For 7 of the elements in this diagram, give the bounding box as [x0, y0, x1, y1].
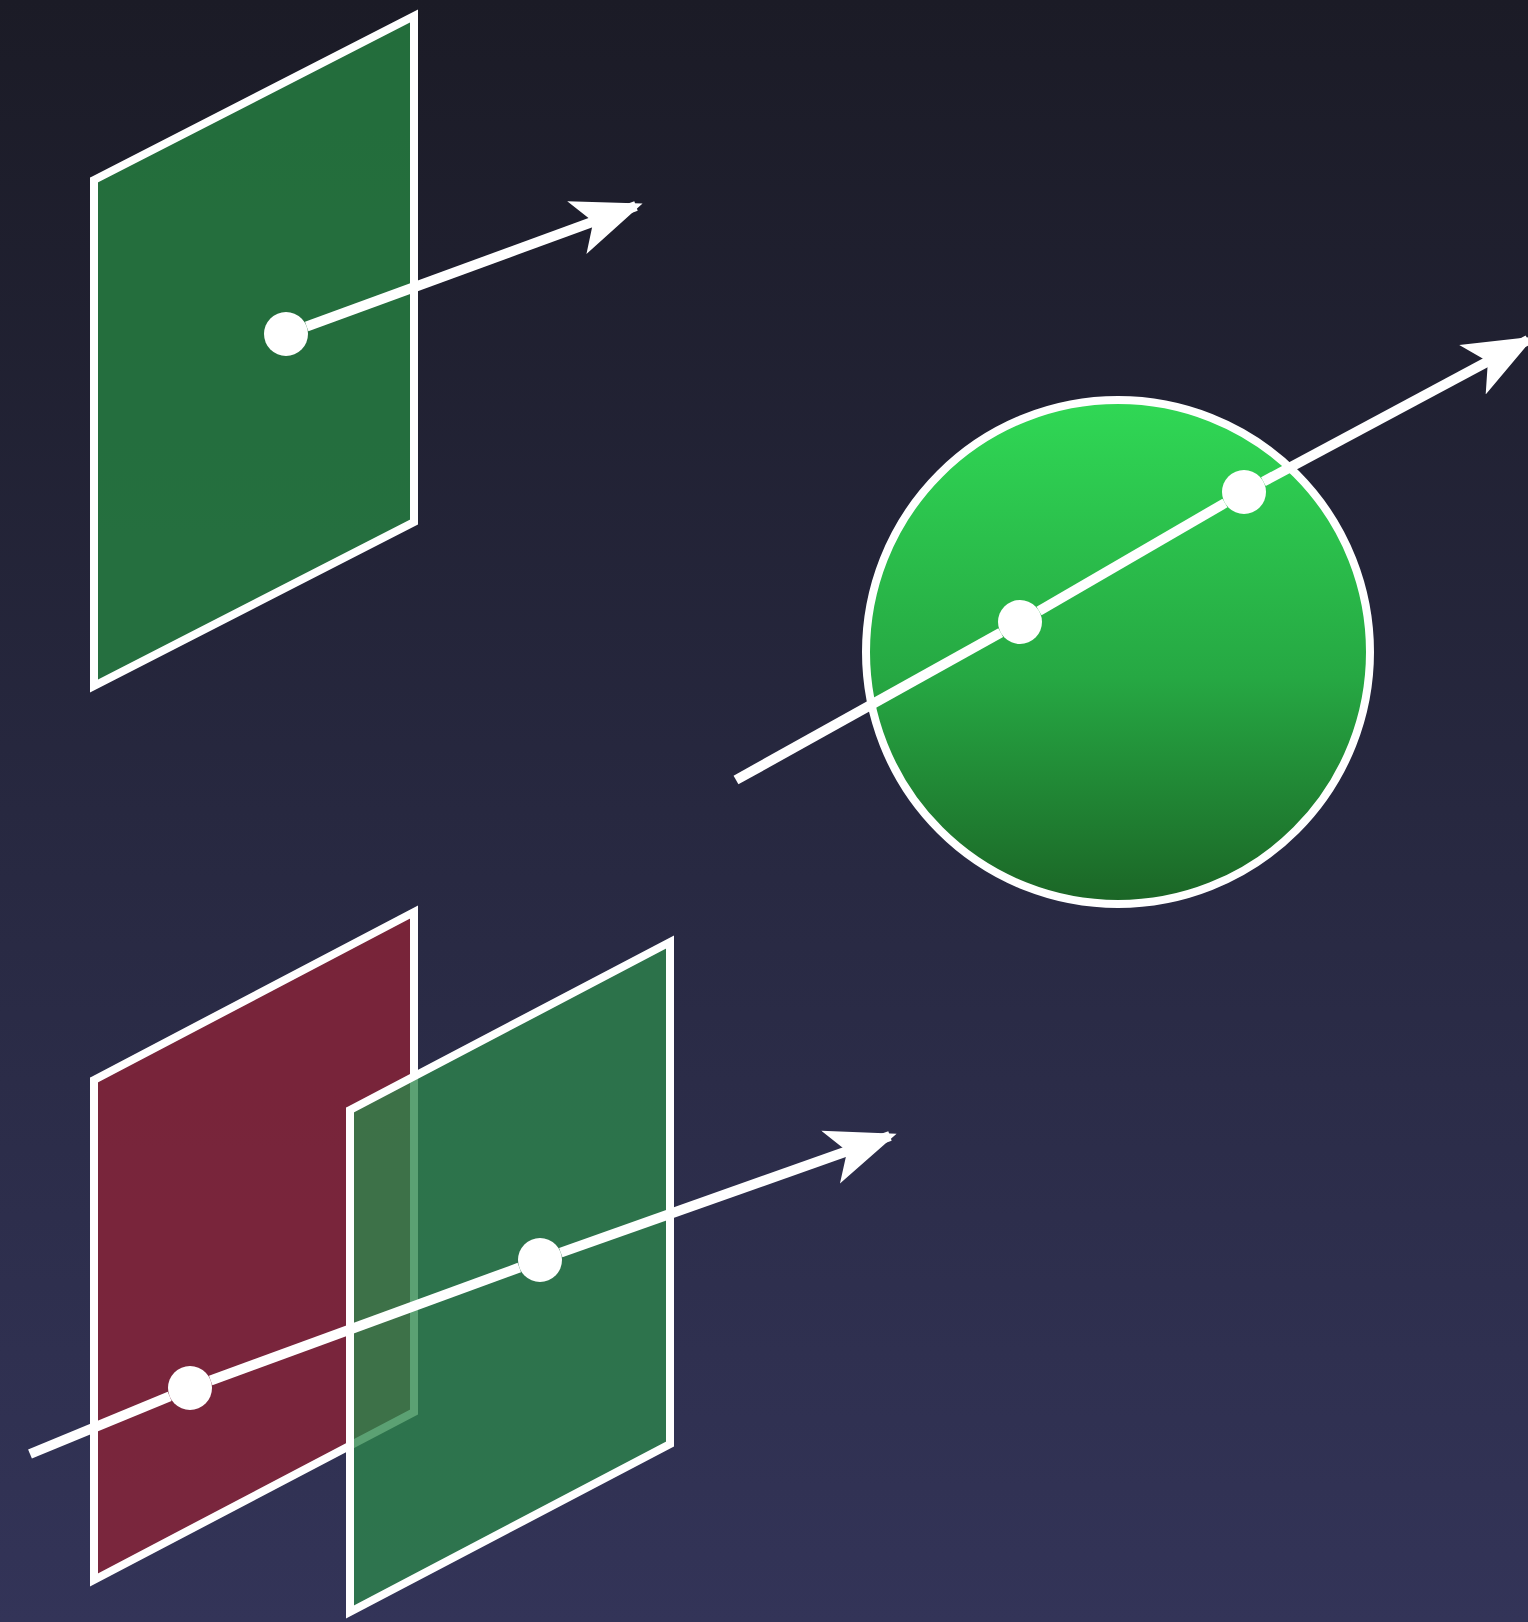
line	[733, 628, 1004, 785]
arrow	[559, 1130, 897, 1258]
line	[28, 1391, 172, 1459]
arrow	[304, 201, 643, 332]
line	[208, 1262, 522, 1386]
line	[1036, 498, 1228, 616]
arrow	[1261, 335, 1528, 487]
